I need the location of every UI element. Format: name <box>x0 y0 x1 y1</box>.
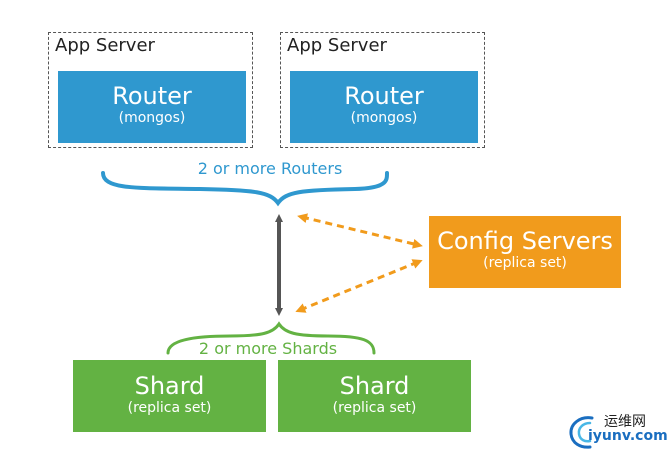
shards-caption: 2 or more Shards <box>198 339 338 358</box>
shard-subtitle: (replica set) <box>127 400 212 416</box>
routers-brace <box>101 171 390 207</box>
watermark-url: iyunv.com <box>588 428 668 444</box>
shards-brace <box>166 321 376 355</box>
shard-title: Shard <box>134 372 205 400</box>
shard-title: Shard <box>339 372 410 400</box>
shard-config-arrow <box>295 259 423 313</box>
config-title: Config Servers <box>437 227 613 255</box>
router-config-arrow <box>297 213 423 249</box>
app-server-label: App Server <box>55 35 155 56</box>
config-servers-box: Config Servers (replica set) <box>429 216 621 288</box>
routers-caption: 2 or more Routers <box>197 159 343 178</box>
router-box: Router (mongos) <box>290 71 478 143</box>
watermark-cn: 运维网 <box>604 414 646 430</box>
router-subtitle: (mongos) <box>350 110 418 126</box>
config-subtitle: (replica set) <box>483 255 567 271</box>
router-subtitle: (mongos) <box>118 110 186 126</box>
app-server-box: App Server Router (mongos) <box>48 32 253 148</box>
app-server-box: App Server Router (mongos) <box>280 32 485 148</box>
app-server-label: App Server <box>287 35 387 56</box>
router-title: Router <box>344 82 424 110</box>
router-title: Router <box>112 82 192 110</box>
shard-subtitle: (replica set) <box>332 400 417 416</box>
watermark-logo-icon <box>569 416 594 449</box>
shard-box: Shard (replica set) <box>278 360 471 432</box>
shard-box: Shard (replica set) <box>73 360 266 432</box>
router-box: Router (mongos) <box>58 71 246 143</box>
